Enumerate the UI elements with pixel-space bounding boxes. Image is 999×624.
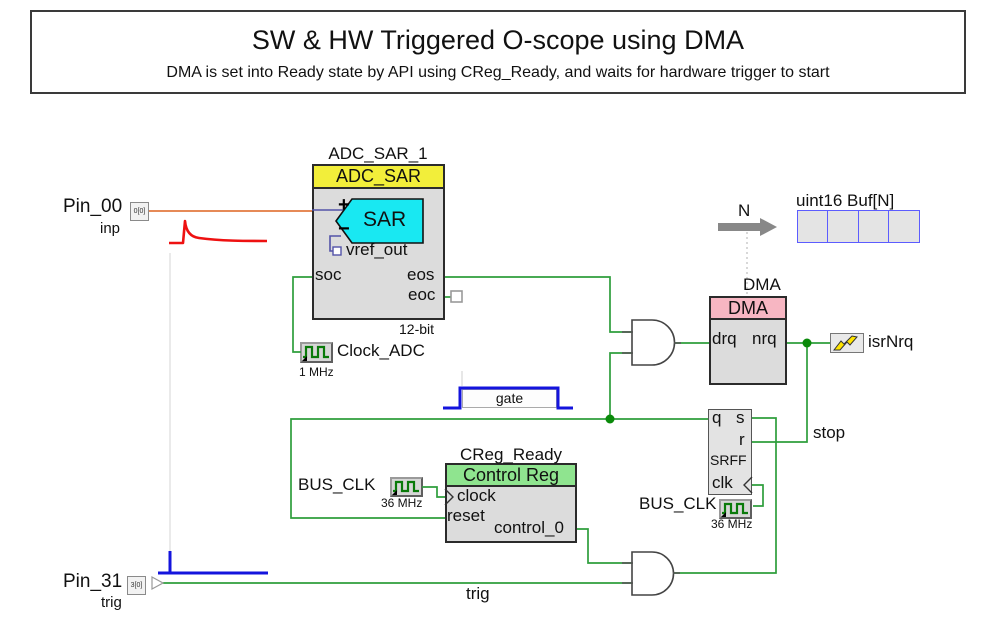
vref-out-label: vref_out (346, 240, 408, 259)
wire-gate-and1[interactable] (609, 352, 632, 419)
pin31-buffer-triangle (151, 575, 165, 591)
pin00-terminal[interactable]: 0[0] (130, 202, 149, 221)
wire-control0-and2[interactable] (577, 528, 632, 564)
clock-adc-icon[interactable] (300, 342, 333, 363)
wire-busclk-srff[interactable] (752, 484, 764, 507)
creg-pin-clock: clock (457, 486, 496, 505)
adc-plus-label: + (338, 194, 350, 216)
analog-input-waveform (169, 219, 268, 245)
title-box: SW & HW Triggered O-scope using DMA DMA … (30, 10, 966, 94)
pin31-terminal-label: 3[0] (130, 582, 143, 589)
dma-pin-nrq: nrq (752, 329, 777, 348)
creg-pin-reset: reset (447, 506, 485, 525)
pin00-name: Pin_00 (63, 196, 123, 217)
pin00-terminal-label: 0[0] (133, 208, 146, 215)
pin31-name: Pin_31 (63, 571, 123, 592)
buffer-cell (888, 210, 921, 243)
bus-clk-srff-icon[interactable] (719, 499, 752, 519)
and-gate-top[interactable] (631, 319, 676, 366)
adc-pin-eoc: eoc (408, 285, 436, 304)
srff-pin-s: s (736, 408, 745, 427)
srff-pin-r: r (739, 430, 745, 449)
bus-clk-srff-freq: 36 MHz (711, 517, 753, 531)
pin31-terminal[interactable]: 3[0] (127, 576, 146, 595)
control-reg-header: Control Reg (447, 465, 575, 487)
buffer-cell (827, 210, 860, 243)
dma-block[interactable]: DMA (709, 296, 787, 385)
isr-name-label: isrNrq (868, 332, 914, 351)
creg-pin-control0: control_0 (494, 518, 564, 537)
sar-core-label: SAR (363, 208, 407, 231)
dma-instance-label: DMA (743, 275, 781, 294)
buffer-cell (797, 210, 829, 243)
buffer-array (797, 210, 921, 243)
srff-pin-clk: clk (712, 473, 733, 492)
adc-instance-label: ADC_SAR_1 (328, 144, 428, 163)
wire-eos-and1[interactable] (445, 276, 632, 333)
pin00-alias: inp (100, 220, 121, 237)
wire-busclk-creg[interactable] (422, 486, 445, 498)
net-gate-label: gate (495, 390, 524, 406)
adc-sar-header: ADC_SAR (314, 166, 443, 189)
srff-pin-q: q (712, 408, 722, 427)
adc-pin-eos: eos (407, 265, 435, 284)
dma-header: DMA (711, 298, 785, 320)
and-gate-bottom[interactable] (631, 551, 675, 596)
buffer-label: uint16 Buf[N] (796, 191, 895, 210)
buffer-cell (857, 210, 890, 243)
page-title: SW & HW Triggered O-scope using DMA (251, 25, 745, 55)
gate-stubs (622, 331, 681, 584)
clock-adc-freq: 1 MHz (299, 365, 334, 379)
trigger-step-waveform (158, 551, 268, 575)
page-subtitle: DMA is set into Ready state by API using… (166, 64, 830, 82)
junction-gate (605, 414, 615, 424)
dma-pin-drq: drq (712, 329, 737, 348)
wire-clockadc-soc[interactable] (292, 276, 312, 353)
eoc-terminal-square (450, 290, 463, 303)
bus-clk-creg-freq: 36 MHz (381, 496, 423, 510)
bus-clk-srff-name: BUS_CLK (639, 494, 717, 513)
srff-type-label: SRFF (710, 452, 747, 468)
pin31-alias: trig (101, 594, 122, 611)
bus-clk-creg-name: BUS_CLK (298, 475, 376, 494)
adc-resolution-label: 12-bit (399, 321, 435, 337)
isr-icon-box[interactable] (830, 333, 864, 353)
bus-clk-creg-icon[interactable] (390, 477, 423, 497)
adc-pin-soc: soc (315, 265, 342, 284)
net-stop-label: stop (813, 423, 846, 442)
adc-minus-label: − (338, 218, 350, 240)
n-arrow-label: N (738, 201, 751, 220)
n-arrow-head (760, 218, 777, 236)
junction-nrq (802, 338, 812, 348)
creg-instance-label: CReg_Ready (459, 445, 563, 464)
clock-adc-name: Clock_ADC (337, 341, 425, 360)
net-trig-label: trig (466, 584, 490, 603)
